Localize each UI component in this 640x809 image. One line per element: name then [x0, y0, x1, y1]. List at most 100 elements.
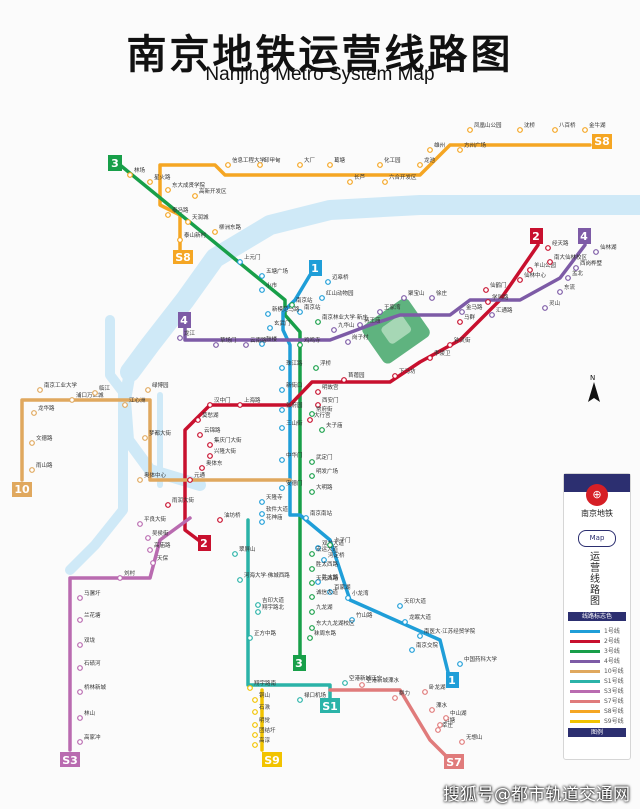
station-label: 东大九龙湖校区: [316, 619, 355, 627]
compass-icon: N: [588, 374, 600, 402]
station-label: 平良大街: [144, 515, 167, 523]
station-dot: [185, 219, 191, 225]
station-dot: [142, 435, 148, 441]
station-dot: [37, 387, 43, 393]
station-dot: [31, 410, 37, 416]
station-label: 团结圩: [259, 726, 276, 734]
station-dot: [402, 619, 408, 625]
legend-row: 4号线: [570, 656, 624, 666]
line-s8-route: [158, 143, 592, 252]
station-label: 宏运大道: [316, 545, 339, 553]
station-dot: [127, 172, 133, 178]
station-dot: [319, 427, 325, 433]
page-title: 南京地铁运营线路图: [126, 32, 514, 78]
station-dot: [259, 511, 265, 517]
station-label: 溧水: [436, 701, 448, 709]
station-dot: [527, 267, 533, 273]
station-dot: [483, 287, 489, 293]
badge-text: S1: [322, 700, 338, 713]
station-label: 空港新城溧水: [366, 676, 400, 684]
badge-line-3-bottom: 3: [293, 655, 306, 671]
station-dot: [77, 595, 83, 601]
badge-text: 2: [532, 230, 540, 243]
legend-label: 10号线: [604, 668, 624, 675]
station-dot: [69, 397, 75, 403]
legend-org: 南京地铁: [581, 509, 613, 518]
station-dot: [377, 309, 383, 315]
station-dot: [77, 665, 83, 671]
station-label: 吉印大道: [262, 596, 285, 604]
station-label: 西安门: [322, 396, 339, 404]
legend-section-icons: 图例: [568, 728, 626, 737]
station-dot: [557, 289, 563, 295]
station-label: 蒋王庙: [364, 316, 381, 324]
station-label: 胜太路: [322, 573, 339, 581]
station-dot: [259, 273, 265, 279]
station-label: 南京南站: [310, 509, 333, 517]
station-label: 上海路: [244, 396, 261, 404]
station-label: 红山动物园: [326, 289, 354, 297]
station-dot: [117, 575, 123, 581]
station-dot: [303, 515, 309, 521]
station-label: 下马坊: [399, 367, 416, 375]
station-label: 竹山路: [356, 611, 373, 619]
badge-text: 2: [200, 537, 208, 550]
station-label: 高淳: [259, 736, 271, 744]
station-dot: [247, 685, 253, 691]
station-label: 雄州: [434, 141, 445, 149]
station-dot: [77, 689, 83, 695]
legend-vertical-title: 运营线路图: [590, 552, 600, 607]
station-label: 大行宫: [314, 411, 331, 419]
station-label: 孟北: [572, 269, 584, 277]
station-label: 奥体东: [206, 459, 223, 467]
station-label: 草场门: [220, 336, 237, 344]
station-dot: [207, 453, 213, 459]
line-10-route: [20, 398, 292, 482]
station-dot: [259, 341, 265, 347]
station-label: 迈皋桥: [332, 273, 349, 281]
station-label: 浮桥: [320, 359, 332, 367]
station-label: 柘塘: [444, 716, 456, 724]
station-dot: [315, 389, 321, 395]
station-label: 翠屏山: [239, 545, 256, 553]
station-label: 夫子庙: [326, 421, 343, 429]
station-label: 六合开发区: [389, 173, 417, 181]
station-label: 软件大道: [266, 505, 289, 513]
badge-text: 4: [180, 314, 188, 327]
station-label: 高庙路: [154, 541, 171, 549]
metro-logo-icon: ⊕: [586, 484, 608, 506]
station-label: 兴隆大街: [214, 447, 237, 455]
badge-line-s8-left: S8: [173, 250, 193, 264]
station-label: 东大成贤学院: [172, 181, 206, 189]
station-dot: [309, 459, 315, 465]
station-label: 诚信大道: [316, 588, 339, 596]
station-label: 南京工业大学: [44, 381, 78, 389]
station-label: 王家湾: [384, 303, 401, 311]
station-label: 幸庄: [442, 721, 454, 729]
badge-text: 1: [311, 262, 319, 275]
station-label: 兰花塘: [84, 611, 101, 619]
station-label: 玄武门: [274, 319, 291, 327]
station-label: 南京交院: [416, 641, 439, 649]
badge-line-s3: S3: [60, 752, 80, 767]
station-label: 汇通路: [496, 306, 513, 314]
station-label: 文德路: [36, 434, 53, 442]
station-dot: [435, 727, 441, 733]
badge-text: 10: [14, 483, 30, 496]
line-1-route: [281, 273, 450, 674]
legend-swatch: [570, 630, 600, 633]
station-label: 卡子门: [334, 536, 351, 544]
legend-row: 1号线: [570, 626, 624, 636]
station-dot: [77, 739, 83, 745]
station-label: 西岗桦墅: [580, 259, 603, 267]
station-label: 小市: [266, 281, 278, 289]
station-dot: [279, 407, 285, 413]
station-dot: [517, 127, 523, 133]
station-dot: [422, 689, 428, 695]
station-label: 龙华路: [38, 404, 55, 412]
watermark: 搜狐号@都市轨道交通网: [443, 785, 630, 805]
page-subtitle: Nanjing Metro System Map: [205, 64, 435, 85]
station-label: 吴侯街: [152, 529, 169, 537]
station-dot: [307, 635, 313, 641]
